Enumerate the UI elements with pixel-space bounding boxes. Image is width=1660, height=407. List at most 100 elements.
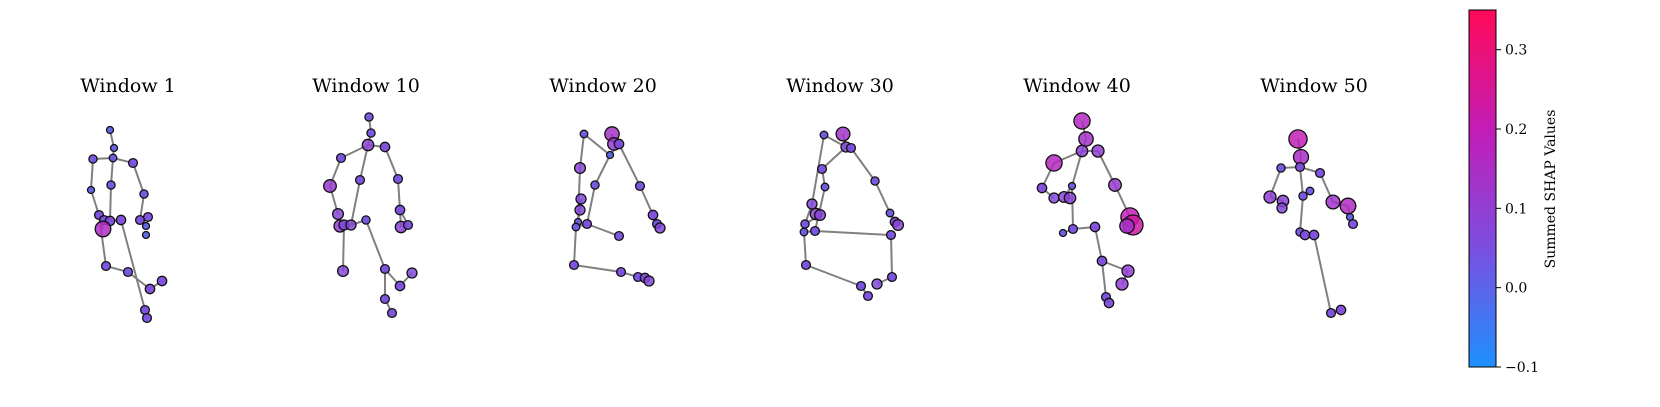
joint-point [386,307,398,319]
panel-title: Window 1 [80,75,176,97]
joint-point [1347,218,1359,230]
joint-point [1119,218,1135,234]
joint-point [1288,129,1308,149]
joint-point [156,275,168,287]
colorbar-tick-label: −0.1 [1505,360,1539,376]
joint-point [1305,186,1315,196]
joint-point [108,153,118,163]
joint-point [1276,202,1288,214]
joint-point [141,230,151,240]
panel-window-2: Window 10 [312,75,420,319]
joint-point [885,208,895,218]
joint-point [819,130,829,140]
joint-point [100,260,112,272]
joint-point [886,271,898,283]
joint-point [1036,182,1048,194]
bone-edge [814,230,892,236]
joint-point [127,157,139,169]
joint-point [1075,144,1089,158]
joint-point [800,259,812,271]
joint-point [1091,144,1105,158]
joint-point [1298,191,1308,201]
colorbar-ticks: −0.1 0.0 0.1 0.2 0.3 [1496,43,1539,376]
joint-point [579,129,589,139]
bone-edge [384,146,399,180]
bone-edge [1101,260,1107,298]
joint-point [406,267,418,279]
bone-edge [109,184,112,222]
joint-point [1294,161,1306,173]
joint-point [323,179,337,193]
joint-point [1115,277,1129,291]
bone-edge [618,143,641,187]
joint-point [568,259,580,271]
joint-point [643,275,655,287]
joint-point [139,189,149,199]
joint-point [1089,221,1101,233]
joint-point [1325,194,1341,210]
joint-point [141,312,153,324]
bone-edge [573,226,577,266]
joint-point [1339,197,1357,215]
bone-edge [805,264,862,287]
joint-point [331,207,345,221]
joint-point [1103,297,1115,309]
colorbar-gradient [1468,9,1497,368]
joint-point [1063,191,1077,205]
joint-point [816,163,828,175]
joint-point [115,214,127,226]
bone-edge [586,184,596,225]
colorbar-tick-label: 0.1 [1505,201,1527,217]
joint-point [1073,112,1091,130]
colorbar: −0.10.00.10.20.3 Summed SHAP Values [1468,9,1559,376]
bone-edge [803,231,807,266]
joint-point [1335,304,1347,316]
joint-point [88,154,98,164]
joint-point [571,222,581,232]
joint-point [615,266,627,278]
joint-point [605,150,615,160]
joint-point [402,219,414,231]
colorbar-tick-label: 0.3 [1505,43,1527,59]
joint-point [1045,154,1063,172]
colorbar-tick-label: 0.2 [1505,122,1527,138]
panel-window-3: Window 20 [549,75,666,287]
panel-window-6: Window 50 [1260,75,1368,319]
joint-point [364,112,374,122]
joint-point [142,211,154,223]
panel-title: Window 30 [786,75,894,97]
joint-point [1263,190,1277,204]
joint-point [809,225,821,237]
joint-point [871,278,883,290]
joint-point [634,180,646,192]
bone-edge [594,154,611,186]
bone-edge [1094,226,1103,262]
bone-edge [1299,195,1304,233]
joint-point [361,138,375,152]
joint-point [86,185,96,195]
joint-point [1048,192,1060,204]
skeleton-panels: Window 1 Window 10 Window 20 Window 30 Windo… [80,75,1368,324]
bone-edge [586,223,620,237]
joint-point [1108,178,1122,192]
joint-point [335,152,347,164]
joint-point [105,125,115,135]
bone-edge [350,179,361,226]
joint-point [1121,264,1135,278]
joint-point [590,180,600,190]
joint-point [855,280,867,292]
panel-title: Window 40 [1023,75,1131,97]
joint-point [799,227,809,237]
joint-point [613,230,625,242]
bone-edge [90,158,94,191]
joint-point [581,218,593,230]
bone-edge [874,180,891,214]
bone-edge [850,147,876,182]
joint-point [1314,167,1326,179]
colorbar-tick-label: 0.0 [1505,281,1527,297]
joint-point [800,219,810,229]
joint-point [94,220,112,238]
joint-point [1067,181,1077,191]
joint-point [870,176,880,186]
